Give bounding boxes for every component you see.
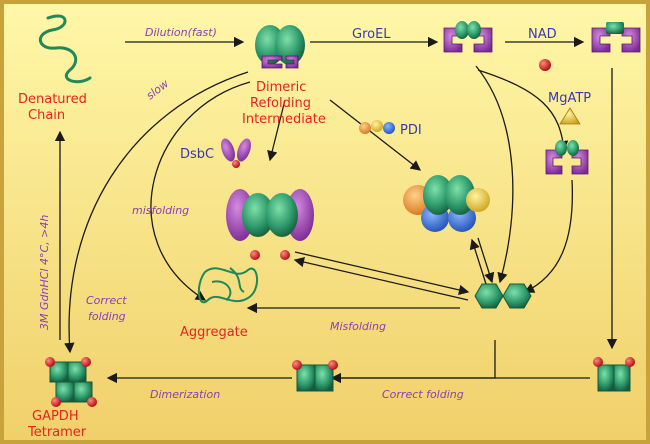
gapdh-label-1: GAPDH	[32, 409, 79, 424]
dimeric-intermediate-icon	[255, 25, 305, 65]
arrow-slow	[64, 71, 249, 354]
dimeric-label-1: Dimeric	[256, 80, 306, 95]
pdi-label: PDI	[400, 123, 422, 138]
correct-folding-left-1: Correct	[86, 294, 127, 307]
pdi-dimer-complex-icon	[403, 175, 490, 232]
groel-icon	[261, 55, 299, 69]
dsbc-label: DsbC	[180, 147, 214, 162]
arrow-misfolding-left	[150, 81, 251, 301]
folded-dimer-right-icon	[593, 357, 635, 392]
groel-dimer-complex-icon	[443, 21, 493, 53]
arrow-groel-to-native-dimer	[475, 65, 514, 284]
pdi-icon	[359, 120, 395, 134]
arrow-pdi-to-dimer	[477, 237, 495, 284]
groel-label: GroEL	[352, 27, 391, 42]
denatured-label-1: Denatured	[18, 92, 87, 107]
denatured-chain-icon	[39, 14, 92, 84]
arrow-dimer-to-dsbc	[293, 256, 469, 301]
mgatp-groel-complex-icon	[545, 140, 589, 175]
misfolding-bottom-label: Misfolding	[330, 320, 386, 333]
dsbc-icon	[221, 138, 251, 168]
denaturation-label: 3M GdnHCl 4°C, >4h	[38, 215, 51, 330]
correct-folding-left-2: folding	[88, 310, 126, 323]
nad-icon	[539, 59, 551, 71]
mgatp-label: MgATP	[548, 91, 591, 106]
gapdh-label-2: Tetramer	[27, 425, 87, 440]
dimer-with-cofactor-icon	[292, 360, 338, 392]
aggregate-label: Aggregate	[180, 325, 248, 340]
aggregate-icon	[197, 267, 258, 304]
correct-folding-bottom-label: Correct folding	[382, 388, 464, 401]
gapdh-tetramer-icon	[45, 357, 97, 407]
arrow-to-dsbc-complex	[267, 99, 286, 162]
dsbc-dimer-complex-icon	[226, 189, 314, 260]
arrow-mgatp-to-dimer	[523, 179, 574, 293]
dilution-label: Dilution(fast)	[145, 26, 217, 39]
arrow-dimer-to-pdi	[469, 238, 487, 285]
arrow-to-pdi-complex	[329, 99, 422, 171]
nad-label: NAD	[528, 27, 557, 42]
atp-triangle-icon	[559, 107, 581, 125]
arrow-dsbc-to-dimer	[294, 251, 470, 296]
dimeric-label-2: Refolding	[250, 96, 311, 111]
groel-nad-complex-icon	[591, 22, 641, 53]
edges	[54, 36, 618, 384]
native-dimer-icon	[474, 283, 532, 309]
arrow-to-mgatp-complex	[477, 69, 569, 152]
misfolding-left-label: misfolding	[132, 204, 189, 217]
denatured-label-2: Chain	[28, 108, 65, 123]
dimeric-label-3: Intermediate	[242, 112, 326, 127]
dimerization-label: Dimerization	[150, 388, 220, 401]
